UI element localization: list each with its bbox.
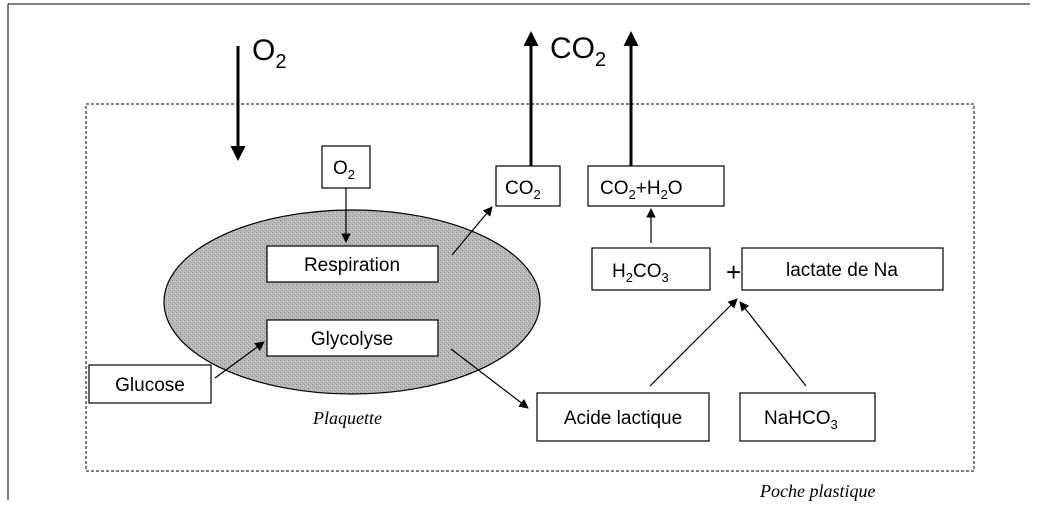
glucose-box	[88, 364, 212, 404]
respiration-box	[266, 245, 439, 283]
acide-lactique-box	[536, 392, 710, 442]
glucose-label: Glucose	[115, 375, 185, 396]
o2-box-label: O2	[333, 158, 355, 182]
glucose-to-glycolyse-arrow	[214, 341, 265, 379]
co2-h2o-label: CO2+H2O	[600, 178, 683, 202]
acide-to-reaction-arrow	[649, 298, 738, 387]
lactate-box	[741, 247, 944, 291]
glycolyse-to-acide-arrow	[450, 348, 529, 409]
co2-box	[495, 165, 561, 207]
acide-lactique-label: Acide lactique	[564, 408, 682, 429]
plus-sign: +	[726, 257, 741, 287]
respiration-to-co2-arrow	[451, 206, 493, 256]
co2-h2o-box	[587, 165, 725, 207]
nahco3-label: NaHCO3	[764, 408, 838, 432]
nahco3-to-reaction-arrow	[739, 301, 807, 387]
respiration-label: Respiration	[304, 255, 400, 276]
lactate-label: lactate de Na	[786, 260, 898, 281]
platelet-cell	[163, 209, 541, 395]
glycolyse-box	[266, 319, 439, 357]
co2-box-label: CO2	[505, 178, 541, 202]
poche-plastique-label: Poche plastique	[759, 481, 875, 501]
h2co3-label: H2CO3	[612, 261, 669, 285]
plastic-bag-outline	[85, 103, 975, 472]
o2-inflow-label: O2	[252, 34, 286, 73]
nahco3-box	[739, 392, 876, 442]
h2co3-box	[591, 247, 711, 291]
glycolyse-label: Glycolyse	[311, 329, 393, 350]
co2-outflow-label: CO2	[550, 32, 606, 71]
plaquette-label: Plaquette	[312, 408, 382, 428]
